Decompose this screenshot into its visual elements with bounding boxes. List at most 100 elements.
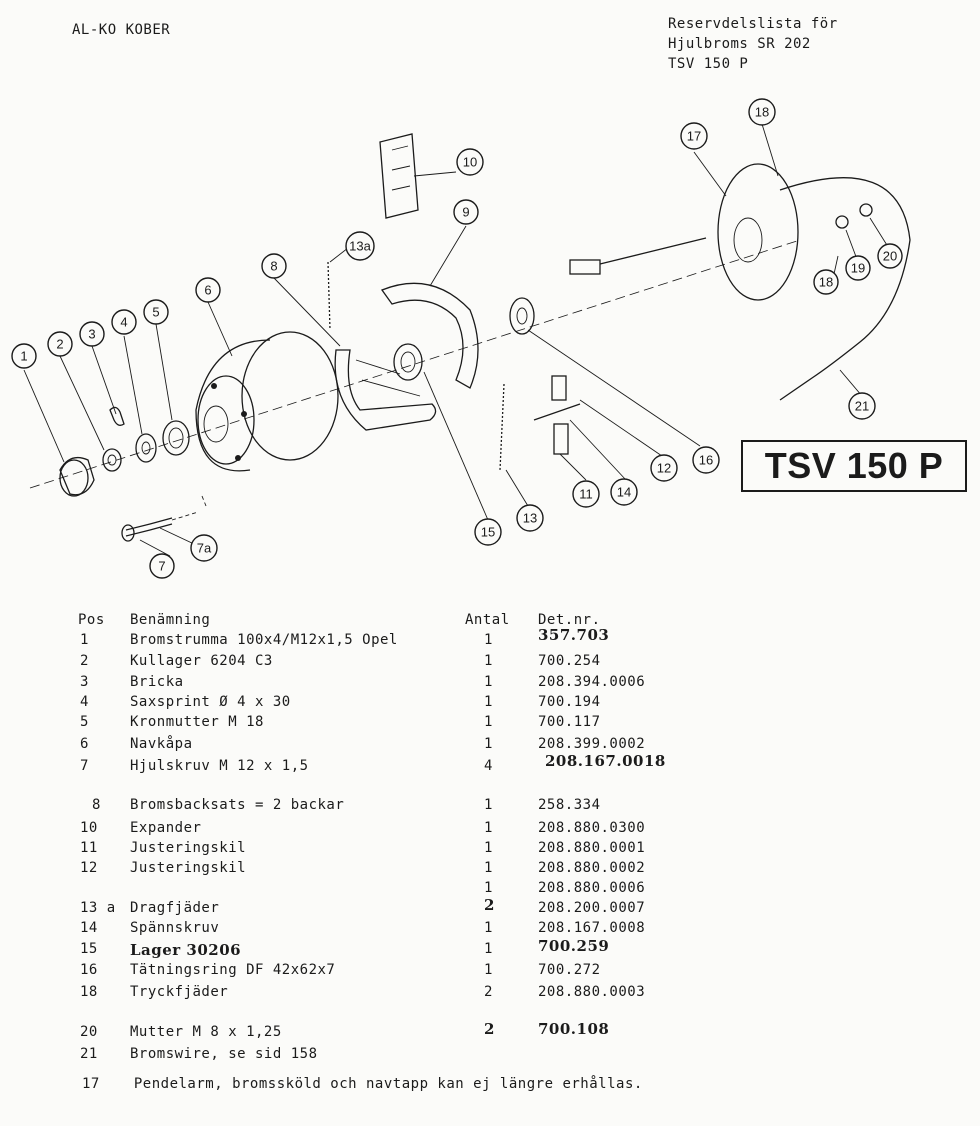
header-name: Benämning — [130, 612, 211, 628]
cell-qty: 1 — [484, 736, 493, 752]
cell-det: 208.394.0006 — [538, 674, 646, 690]
callout-label: 18 — [819, 275, 833, 290]
callout-label: 5 — [152, 305, 159, 320]
cell-det: 700.272 — [538, 962, 601, 978]
cell-det: 258.334 — [538, 797, 601, 813]
brake-shield-part — [569, 163, 799, 301]
cell-det: 208.880.0003 — [538, 984, 646, 1000]
cell-pos: 7 — [80, 758, 89, 774]
washer-part — [135, 433, 157, 463]
cell-name: Bromsbacksats = 2 backar — [130, 797, 345, 813]
header-pos: Pos — [78, 612, 105, 628]
cell-pos: 12 — [80, 860, 98, 876]
callout-5: 2 — [47, 331, 73, 357]
callout-16: 16 — [692, 446, 720, 474]
callout-label: 10 — [463, 155, 477, 170]
cotter-pin-part — [109, 406, 125, 426]
header-qty: Antal — [465, 612, 510, 628]
table-row: 20 Mutter M 8 x 1,25 2 700.108 — [0, 1020, 980, 1044]
nut-20-part — [859, 203, 873, 217]
cell-pos: 18 — [80, 984, 98, 1000]
cell-pos: 11 — [80, 840, 98, 856]
callout-label: 20 — [883, 249, 897, 264]
callout-label: 8 — [270, 259, 277, 274]
table-row: 16 Tätningsring DF 42x62x7 1 700.272 — [0, 962, 980, 982]
callout-label: 13 — [523, 511, 537, 526]
taper-bearing-part — [393, 343, 423, 381]
callout-7a: 7a — [190, 534, 218, 562]
cell-qty: 2 — [484, 1020, 495, 1038]
callout-label: 19 — [851, 261, 865, 276]
adjusting-wedges-part — [533, 375, 581, 455]
cell-pos: 6 — [80, 736, 89, 752]
callout-3: 4 — [111, 309, 137, 335]
callout-label: 14 — [617, 485, 631, 500]
table-row: 7 Hjulskruv M 12 x 1,5 4 208.167.0018 — [0, 752, 980, 778]
cell-pos: 5 — [80, 714, 89, 730]
callout-label: 7a — [197, 541, 212, 556]
seal-ring-part — [509, 297, 535, 335]
callout-label: 12 — [657, 461, 671, 476]
callout-label: 6 — [204, 283, 211, 298]
callout-label: 9 — [462, 205, 469, 220]
callout-13: 13 — [516, 504, 544, 532]
callout-6: 1 — [11, 343, 37, 369]
table-row: 4 Saxsprint Ø 4 x 30 1 700.194 — [0, 694, 980, 714]
callout-15: 15 — [474, 518, 502, 546]
cell-pos: 16 — [80, 962, 98, 978]
cell-name: Bromswire, se sid 158 — [130, 1046, 318, 1062]
callout-7: 7 — [149, 553, 175, 579]
callout-10: 10 — [456, 148, 484, 176]
callout-label: 4 — [120, 315, 127, 330]
cell-qty: 1 — [484, 860, 493, 876]
cell-name: Mutter M 8 x 1,25 — [130, 1024, 282, 1040]
expander-part — [379, 133, 419, 219]
crown-nut-part — [102, 448, 122, 472]
callout-20: 20 — [877, 243, 903, 269]
cell-det: 208.880.0001 — [538, 840, 646, 856]
hub-cap-part — [59, 456, 95, 497]
cell-name: Saxsprint Ø 4 x 30 — [130, 694, 291, 710]
cell-name: Dragfjäder — [130, 900, 220, 916]
cell-qty: 2 — [484, 896, 495, 914]
table-row: 2 Kullager 6204 C3 1 700.254 — [0, 653, 980, 673]
callout-label: 7 — [158, 559, 165, 574]
cell-det: 208.167.0008 — [538, 920, 646, 936]
table-row: 12 Justeringskil 1 208.880.0002 — [0, 860, 980, 880]
callout-8: 8 — [261, 253, 287, 279]
callout-2: 5 — [143, 299, 169, 325]
callout-label: 1 — [20, 349, 27, 364]
cell-name: Justeringskil — [130, 860, 247, 876]
table-row: 5 Kronmutter M 18 1 700.117 — [0, 714, 980, 734]
callout-9: 9 — [453, 199, 479, 225]
title-line-3: TSV 150 P — [668, 56, 749, 72]
cell-qty: 4 — [484, 758, 493, 774]
cell-name: Justeringskil — [130, 840, 247, 856]
title-line-2: Hjulbroms SR 202 — [668, 36, 811, 52]
callout-17: 17 — [680, 122, 708, 150]
brake-shoe-part — [380, 282, 479, 389]
wheel-bolt-part — [121, 495, 207, 542]
cell-det: 208.399.0002 — [538, 736, 646, 752]
cell-qty: 1 — [484, 941, 493, 957]
table-row: 1 208.880.0006 — [0, 880, 980, 900]
callout-18-lower: 18 — [813, 269, 839, 295]
callout-label: 2 — [56, 337, 63, 352]
callout-label: 21 — [855, 399, 869, 414]
cell-pos: 3 — [80, 674, 89, 690]
callout-label: 11 — [579, 487, 593, 502]
table-row: 8 Bromsbacksats = 2 backar 1 258.334 — [0, 797, 980, 817]
table-row: 3 Bricka 1 208.394.0006 — [0, 674, 980, 694]
cell-det: 700.194 — [538, 694, 601, 710]
cell-name: Hjulskruv M 12 x 1,5 — [130, 758, 309, 774]
brake-cable-part — [779, 177, 911, 401]
callout-13a: 13a — [345, 231, 375, 261]
cell-name: Bromstrumma 100x4/M12x1,5 Opel — [130, 632, 398, 648]
callout-12: 12 — [650, 454, 678, 482]
cell-name: Bricka — [130, 674, 184, 690]
cell-qty: 1 — [484, 962, 493, 978]
table-row: 11 Justeringskil 1 208.880.0001 — [0, 840, 980, 860]
cell-det: 208.880.0006 — [538, 880, 646, 896]
table-row: 6 Navkåpa 1 208.399.0002 — [0, 736, 980, 756]
cell-qty: 1 — [484, 797, 493, 813]
